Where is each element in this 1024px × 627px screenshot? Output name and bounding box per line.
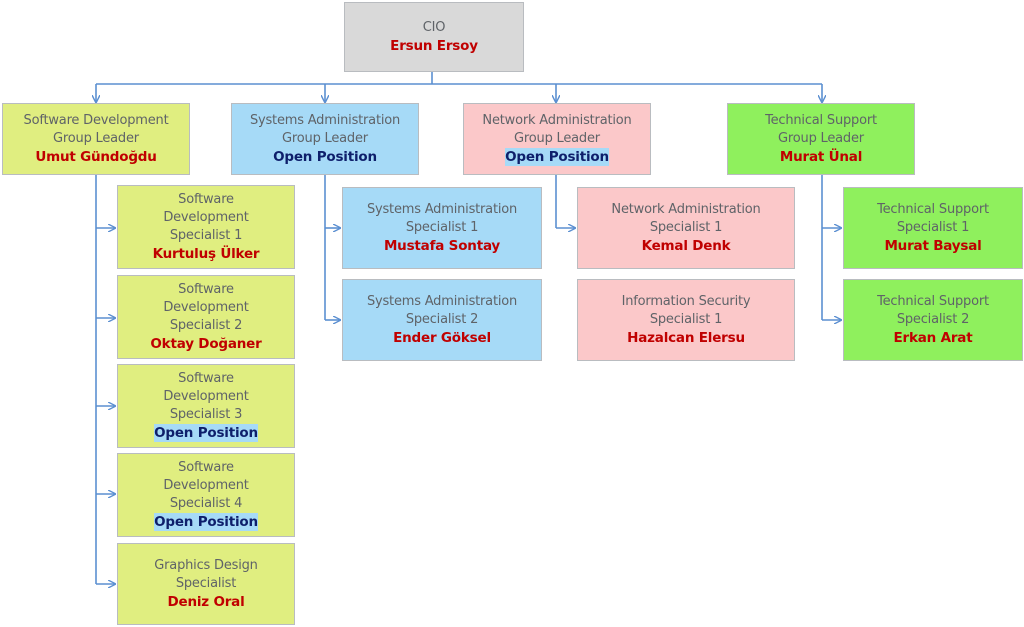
technical-support-specialist-1-box[interactable]: Technical Support Specialist 1 Murat Bay… [843,187,1023,269]
software-specialist-3-box[interactable]: Software Development Specialist 3 Open P… [117,364,295,448]
graphics-design-specialist-title-2: Specialist [175,576,237,591]
software-specialist-4-name: Open Position [154,513,258,531]
network-group-leader-title-1: Network Administration [482,113,632,128]
systems-specialist-2-title-1: Systems Administration [366,294,518,309]
network-group-leader-box[interactable]: Network Administration Group Leader Open… [463,103,651,175]
software-specialist-4-title-3: Specialist 4 [169,496,243,511]
software-specialist-3-title-2: Development [163,389,249,404]
software-specialist-2-title-1: Software [178,282,234,297]
systems-specialist-1-box[interactable]: Systems Administration Specialist 1 Must… [342,187,542,269]
information-security-specialist-name: Hazalcan Elersu [627,330,745,346]
systems-specialist-1-title-2: Specialist 1 [405,220,479,235]
software-specialist-2-title-3: Specialist 2 [169,318,243,333]
software-specialist-1-name: Kurtuluş Ülker [152,246,260,262]
software-specialist-3-title-1: Software [178,371,234,386]
technical-support-specialist-2-box[interactable]: Technical Support Specialist 2 Erkan Ara… [843,279,1023,361]
systems-group-leader-title-1: Systems Administration [249,113,401,128]
systems-group-leader-title-2: Group Leader [282,131,368,146]
technical-support-specialist-2-title-2: Specialist 2 [896,312,970,327]
software-specialist-1-box[interactable]: Software Development Specialist 1 Kurtul… [117,185,295,269]
software-group-leader-title-2: Group Leader [53,131,139,146]
software-specialist-2-box[interactable]: Software Development Specialist 2 Oktay … [117,275,295,359]
network-specialist-1-box[interactable]: Network Administration Specialist 1 Kema… [577,187,795,269]
technical-support-specialist-2-title-1: Technical Support [877,294,989,309]
software-specialist-4-title-2: Development [163,478,249,493]
information-security-specialist-title-2: Specialist 1 [649,312,723,327]
systems-specialist-1-name: Mustafa Sontay [383,238,501,254]
software-specialist-3-name: Open Position [154,424,258,442]
software-specialist-3-title-3: Specialist 3 [169,407,243,422]
software-specialist-1-title-2: Development [163,210,249,225]
technical-support-specialist-2-name: Erkan Arat [893,330,973,346]
graphics-design-specialist-box[interactable]: Graphics Design Specialist Deniz Oral [117,543,295,625]
software-group-leader-title-1: Software Development [23,113,169,128]
software-specialist-4-title-1: Software [178,460,234,475]
technical-support-specialist-1-name: Murat Baysal [884,238,982,254]
systems-specialist-2-title-2: Specialist 2 [405,312,479,327]
software-specialist-1-title-3: Specialist 1 [169,228,243,243]
systems-group-leader-name: Open Position [273,148,377,166]
network-group-leader-title-2: Group Leader [514,131,600,146]
network-specialist-1-title-2: Specialist 1 [649,220,723,235]
network-specialist-1-name: Kemal Denk [641,238,731,254]
technical-support-specialist-1-title-1: Technical Support [877,202,989,217]
software-specialist-1-title-1: Software [178,192,234,207]
technical-support-group-leader-title-1: Technical Support [765,113,877,128]
cio-name: Ersun Ersoy [390,38,478,54]
systems-specialist-2-name: Ender Göksel [393,330,491,346]
technical-support-group-leader-title-2: Group Leader [778,131,864,146]
cio-box[interactable]: CIO Ersun Ersoy [344,2,524,72]
graphics-design-specialist-name: Deniz Oral [167,594,245,610]
systems-group-leader-box[interactable]: Systems Administration Group Leader Open… [231,103,419,175]
cio-title: CIO [422,20,446,35]
network-group-leader-name: Open Position [505,148,609,166]
software-specialist-4-box[interactable]: Software Development Specialist 4 Open P… [117,453,295,537]
systems-specialist-1-title-1: Systems Administration [366,202,518,217]
software-specialist-2-title-2: Development [163,300,249,315]
technical-support-group-leader-name: Murat Ünal [779,149,863,165]
information-security-specialist-title-1: Information Security [621,294,751,309]
network-specialist-1-title-1: Network Administration [611,202,761,217]
software-group-leader-box[interactable]: Software Development Group Leader Umut G… [2,103,190,175]
software-group-leader-name: Umut Gündoğdu [35,149,157,165]
technical-support-group-leader-box[interactable]: Technical Support Group Leader Murat Üna… [727,103,915,175]
systems-specialist-2-box[interactable]: Systems Administration Specialist 2 Ende… [342,279,542,361]
graphics-design-specialist-title-1: Graphics Design [154,558,258,573]
information-security-specialist-box[interactable]: Information Security Specialist 1 Hazalc… [577,279,795,361]
technical-support-specialist-1-title-2: Specialist 1 [896,220,970,235]
software-specialist-2-name: Oktay Doğaner [150,336,262,352]
